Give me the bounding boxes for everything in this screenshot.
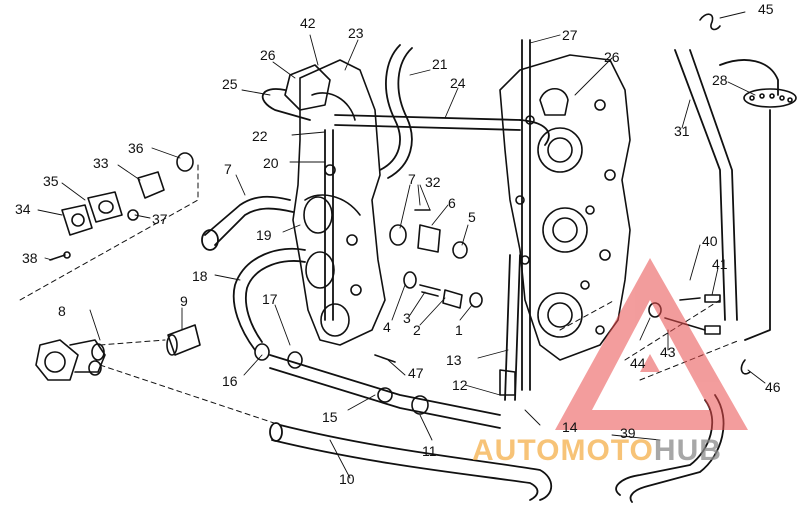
callout-4: 4 [383, 319, 391, 335]
callout-11: 11 [422, 443, 437, 459]
fittings [254, 343, 516, 415]
left-cylinder-block [292, 59, 386, 346]
leader-lines [37, 11, 766, 479]
callout-27: 27 [562, 27, 578, 43]
callout-1: 1 [455, 322, 463, 338]
small-parts-group-center [389, 209, 483, 309]
small-parts-group-left [49, 152, 194, 261]
callout-26-right: 26 [604, 49, 620, 65]
callout-45: 45 [758, 1, 774, 17]
right-cylinder-head [499, 54, 631, 361]
callout-40: 40 [702, 233, 718, 249]
callout-25: 25 [222, 76, 238, 92]
callout-23: 23 [348, 25, 364, 41]
callout-22: 22 [252, 128, 268, 144]
svg-text:AUTOMOTOHUB: AUTOMOTOHUB [472, 434, 722, 467]
callout-38: 38 [22, 250, 38, 266]
callout-36: 36 [128, 140, 144, 156]
callout-7-left: 7 [224, 161, 232, 177]
callout-8: 8 [58, 303, 66, 319]
thermostat-housing-right [539, 87, 569, 116]
callout-2: 2 [413, 322, 421, 338]
dashed-assembly-lines [19, 164, 741, 426]
callout-33: 33 [93, 155, 109, 171]
callout-39: 39 [620, 425, 636, 441]
callout-17: 17 [262, 291, 278, 307]
callout-24: 24 [450, 75, 466, 91]
callout-21: 21 [432, 56, 448, 72]
callout-26-left: 26 [260, 47, 276, 63]
callout-6: 6 [448, 195, 456, 211]
callout-7-center: 7 [408, 171, 416, 187]
callout-18: 18 [192, 268, 208, 284]
watermark-hub: HUB [654, 434, 722, 467]
callout-34: 34 [15, 201, 31, 217]
callout-47: 47 [408, 365, 424, 381]
callout-9: 9 [180, 293, 188, 309]
callout-42: 42 [300, 15, 316, 31]
watermark-text: AUTOMOTOHUB [472, 434, 722, 467]
housing-part-8 [35, 339, 106, 381]
callout-32: 32 [425, 174, 441, 190]
callout-5: 5 [468, 209, 476, 225]
callout-labels: 1 2 3 4 5 6 7 7 8 9 10 11 12 13 14 15 16… [15, 1, 781, 487]
callout-10: 10 [339, 471, 355, 487]
watermark-automoto: AUTOMOTO [472, 434, 654, 467]
callout-31: 31 [674, 123, 690, 139]
thermostat-plate-28 [743, 88, 797, 108]
callout-3: 3 [403, 310, 411, 326]
callout-15: 15 [322, 409, 338, 425]
callout-16: 16 [222, 373, 238, 389]
callout-19: 19 [256, 227, 272, 243]
hoses [201, 39, 779, 503]
sleeve-part-9 [166, 324, 201, 356]
callout-13: 13 [446, 352, 462, 368]
callout-41: 41 [712, 256, 728, 272]
callout-43: 43 [660, 344, 676, 360]
callout-46: 46 [765, 379, 781, 395]
callout-20: 20 [263, 155, 279, 171]
callout-14: 14 [562, 419, 578, 435]
thermostat-housing-left [284, 64, 331, 111]
watermark-logo [555, 258, 748, 430]
watermark-triangle-icon [555, 258, 748, 430]
callout-37: 37 [152, 211, 168, 227]
callout-35: 35 [43, 173, 59, 189]
callout-12: 12 [452, 377, 468, 393]
callout-28: 28 [712, 72, 728, 88]
callout-44: 44 [630, 355, 646, 371]
